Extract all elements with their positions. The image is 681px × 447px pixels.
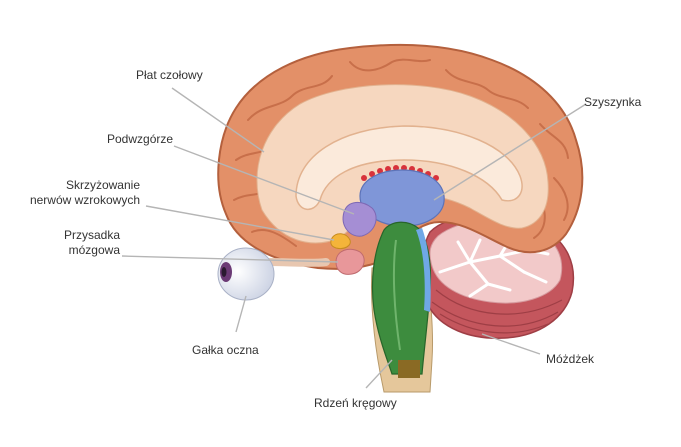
label-pituitary-line1: Przysadka bbox=[63, 228, 120, 242]
pointer-cerebellum bbox=[481, 333, 541, 355]
pointer-pineal bbox=[433, 103, 587, 201]
label-hypothalamus: Podwzgórze bbox=[107, 132, 174, 146]
label-eyeball: Gałka oczna bbox=[192, 343, 259, 357]
pointer-pituitary bbox=[121, 255, 339, 263]
label-pituitary-line2: mózgowa bbox=[68, 243, 120, 257]
label-spinal-cord: Rdzeń kręgowy bbox=[314, 396, 397, 410]
pointer-chiasm bbox=[145, 205, 335, 241]
pointer-spinal bbox=[365, 359, 393, 389]
label-optic-chiasm: Skrzyżowanie nerwów wzrokowych bbox=[22, 178, 140, 208]
pointer-lines bbox=[121, 87, 587, 389]
eyeball bbox=[217, 247, 330, 301]
label-optic-chiasm-line2: nerwów wzrokowych bbox=[29, 193, 140, 207]
cerebral-aqueduct bbox=[416, 228, 431, 312]
thalamus bbox=[359, 169, 445, 227]
label-cerebellum: Móżdżek bbox=[546, 352, 595, 366]
spinal-cord-segment bbox=[398, 360, 420, 378]
pituitary bbox=[335, 248, 365, 275]
optic-chiasm bbox=[330, 233, 351, 249]
label-pituitary: Przysadka mózgowa bbox=[30, 228, 120, 258]
label-pineal: Szyszynka bbox=[584, 95, 642, 109]
hypothalamus bbox=[342, 202, 377, 237]
pointer-eye bbox=[235, 295, 247, 333]
corpus-callosum bbox=[295, 125, 523, 210]
pointer-hypothalamus bbox=[173, 145, 355, 215]
brainstem bbox=[371, 221, 432, 375]
label-optic-chiasm-line1: Skrzyżowanie bbox=[65, 178, 140, 192]
label-frontal-lobe: Płat czołowy bbox=[136, 68, 203, 82]
pointer-frontal bbox=[171, 87, 265, 153]
